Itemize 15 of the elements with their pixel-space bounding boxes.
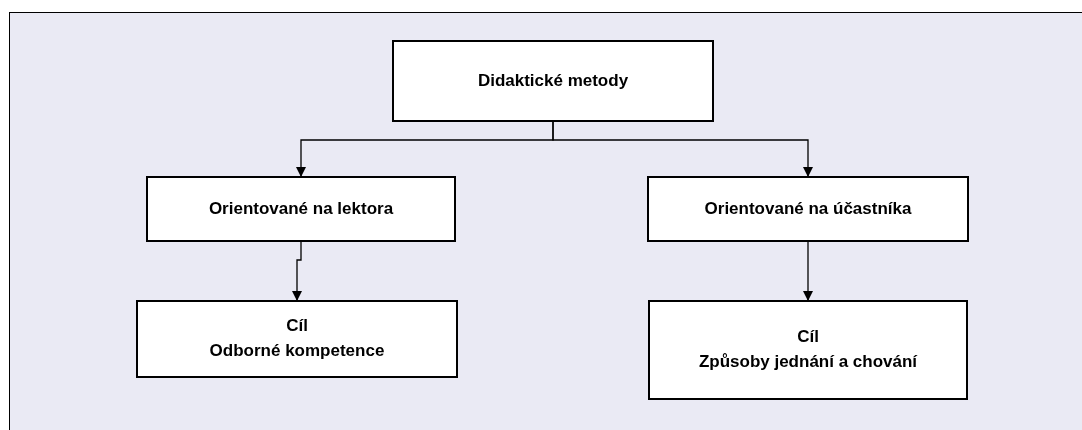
box xyxy=(647,176,969,242)
box-text: Orientované na lektora xyxy=(208,197,394,220)
arrow xyxy=(292,241,302,301)
box xyxy=(146,176,456,242)
box-text: Cíl xyxy=(797,326,819,349)
box xyxy=(648,300,968,400)
box-text: Způsoby jednání a chování xyxy=(698,351,918,373)
arrow xyxy=(803,241,813,301)
box xyxy=(136,300,458,378)
arrow xyxy=(552,121,813,177)
box xyxy=(392,40,714,122)
box-text: Orientované na účastníka xyxy=(704,197,912,220)
box-text: Cíl xyxy=(286,315,308,338)
box-text: Odborné kompetence xyxy=(209,340,385,362)
box-text: Didaktické metody xyxy=(477,69,629,92)
